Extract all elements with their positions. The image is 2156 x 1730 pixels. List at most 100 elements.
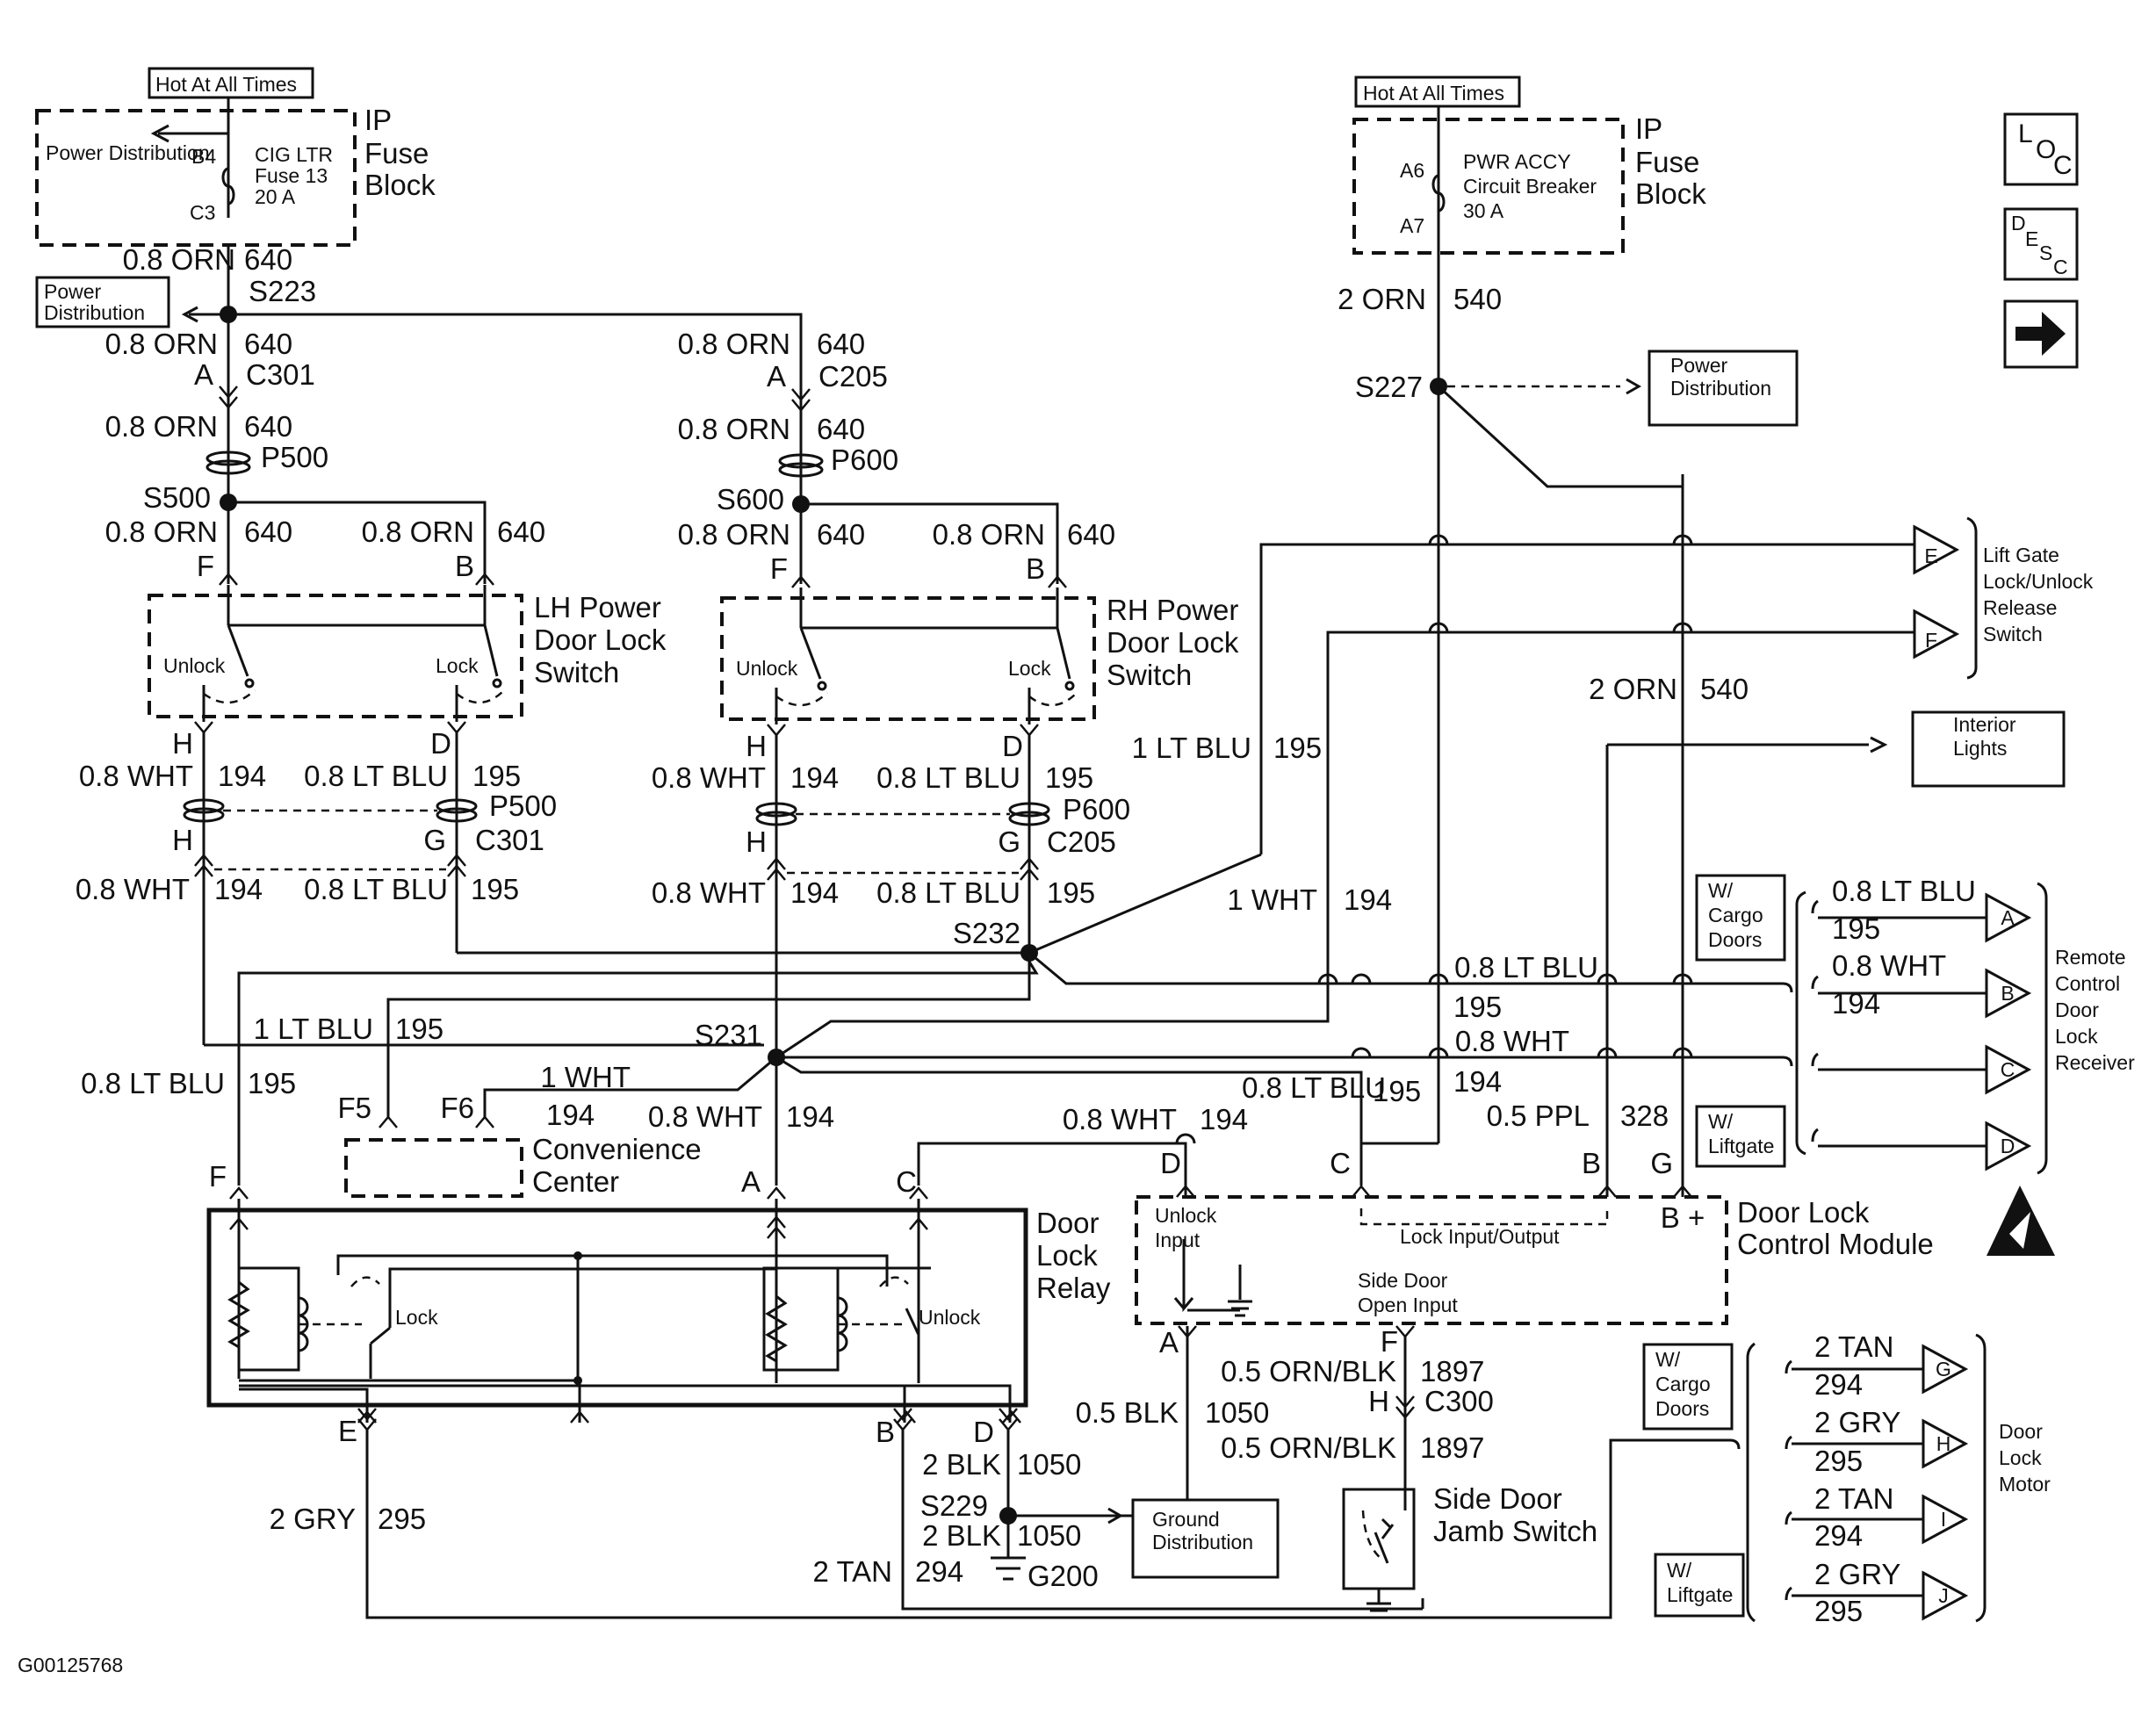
right-block-fuse: Fuse [1635, 146, 1699, 178]
w-cargo-2-l2: Cargo [1655, 1373, 1711, 1395]
wire-label-40: C301 [475, 824, 544, 856]
wire-label-50: 195 [1045, 761, 1093, 794]
wire-label-56: 194 [790, 876, 839, 909]
left-pin-b4: B4 [191, 145, 216, 168]
wire-label-116: 540 [1453, 283, 1502, 315]
lh-switch-title-1: LH Power [534, 591, 661, 624]
w-liftgate-2-l1: W/ [1667, 1559, 1692, 1582]
wire-label-131: 295 [1814, 1595, 1863, 1627]
wire-label-17: 0.8 ORN [678, 328, 790, 360]
right-block-block: Block [1635, 177, 1706, 210]
relay-lock-label: Lock [395, 1306, 438, 1329]
lh-switch-title-3: Switch [534, 656, 619, 688]
unlock-input-2: Input [1155, 1229, 1201, 1251]
wire-label-74: E [338, 1415, 357, 1447]
wire-label-89: A [1159, 1326, 1179, 1359]
wire-label-120: 0.8 LT BLU [1832, 875, 1976, 907]
wire-label-113: 0.8 WHT [1455, 1025, 1569, 1057]
w-cargo-2-l1: W/ [1655, 1348, 1681, 1371]
wire-label-67: 1 WHT [540, 1061, 631, 1093]
right-breaker-rating: 30 A [1463, 199, 1504, 222]
wire-label-112: 195 [1453, 991, 1502, 1023]
liftgate-switch-4: Switch [1983, 623, 2043, 645]
wire-label-55: 0.8 WHT [652, 876, 766, 909]
wire-label-111: 0.8 LT BLU [1454, 951, 1598, 984]
w-liftgate-2-l2: Liftgate [1667, 1583, 1733, 1606]
wire-label-46: D [1002, 730, 1023, 762]
wire-label-5: A [194, 358, 213, 391]
desc-c: C [2053, 256, 2068, 278]
liftgate-switch-1: Lift Gate [1983, 544, 2059, 566]
wire-label-58: 195 [1047, 876, 1095, 909]
wire-label-71: F [209, 1160, 227, 1193]
wire-label-75: B [876, 1416, 895, 1448]
wire-label-33: 0.8 WHT [79, 760, 193, 792]
right-block-ip: IP [1635, 112, 1662, 145]
w-cargo-box-2 [1642, 1343, 1734, 1431]
right-pin-a7: A7 [1400, 214, 1424, 237]
wire-label-32: D [430, 727, 451, 760]
wire-label-79: S229 [920, 1489, 988, 1522]
loc-c: C [2053, 151, 2073, 180]
power-dist-box [35, 276, 170, 328]
remote-2: Control [2055, 972, 2120, 995]
wire-label-126: 2 GRY [1814, 1406, 1900, 1438]
wire-label-123: 194 [1832, 987, 1880, 1020]
rh-switch-title-1: RH Power [1107, 594, 1238, 626]
wire-label-29: F [770, 552, 788, 585]
wire-label-104: 195 [1373, 1075, 1421, 1107]
liftgate-switch-2: Lock/Unlock [1983, 570, 2094, 593]
w-cargo-2-l3: Doors [1655, 1397, 1709, 1420]
wire-label-105: 0.5 PPL [1487, 1099, 1590, 1132]
rh-unlock-label: Unlock [736, 657, 798, 680]
wire-label-41: 0.8 WHT [76, 873, 190, 905]
lh-unlock-label: Unlock [163, 654, 226, 677]
ground-dist-box [1131, 1498, 1280, 1579]
wire-label-18: 640 [817, 328, 865, 360]
w-cargo-1-l2: Cargo [1708, 904, 1763, 926]
w-cargo-1-l3: Doors [1708, 928, 1762, 951]
relay-unlock-label: Unlock [919, 1306, 981, 1329]
wire-label-52: H [746, 825, 767, 858]
wire-label-114: 194 [1453, 1065, 1502, 1098]
loc-nav-button[interactable]: L O C [2003, 112, 2079, 186]
wire-label-45: H [746, 730, 767, 762]
pin-letter-E: E [1924, 544, 1937, 567]
wire-label-63: 0.8 LT BLU [81, 1067, 225, 1099]
unlock-input-1: Unlock [1155, 1204, 1217, 1227]
wire-label-15: F [197, 550, 214, 582]
wire-label-3: 0.8 ORN [105, 328, 218, 360]
wire-label-19: A [767, 360, 786, 393]
convenience-center-label-2: Center [532, 1165, 619, 1198]
wire-label-38: H [172, 824, 193, 856]
interior-lights-line2: Lights [1953, 737, 2007, 760]
desc-nav-button[interactable]: D E S C [2003, 207, 2079, 281]
module-title-1: Door Lock [1737, 1196, 1870, 1229]
wire-label-115: 2 ORN [1338, 283, 1426, 315]
wire-label-54: C205 [1047, 825, 1116, 858]
ground-dist-line1: Ground [1152, 1508, 1220, 1531]
w-liftgate-1-l2: Liftgate [1708, 1135, 1774, 1157]
wire-label-64: 195 [248, 1067, 296, 1099]
wire-label-81: 1050 [1017, 1519, 1081, 1552]
wire-label-39: G [423, 824, 446, 856]
wire-label-11: 0.8 ORN [105, 515, 218, 548]
w-liftgate-1-l1: W/ [1708, 1110, 1734, 1133]
wire-label-8: 640 [244, 410, 292, 443]
wire-label-24: S600 [717, 483, 784, 515]
pin-letter-A: A [2001, 906, 2015, 929]
w-liftgate-box-2 [1654, 1553, 1745, 1618]
wire-label-65: F5 [337, 1092, 371, 1124]
wire-label-69: 0.8 WHT [648, 1100, 762, 1133]
next-arrow-button[interactable] [2003, 299, 2079, 369]
wire-label-107: 1 LT BLU [1132, 732, 1251, 764]
wire-label-119: 540 [1700, 673, 1749, 705]
wire-label-93: H [1368, 1385, 1389, 1417]
wire-label-83: 2 TAN [813, 1555, 892, 1588]
wire-label-110: 194 [1344, 883, 1392, 916]
ground-dist-line2: Distribution [1152, 1531, 1253, 1553]
lh-lock-label: Lock [436, 654, 479, 677]
jamb-title-2: Jamb Switch [1433, 1515, 1597, 1547]
left-hot-box [148, 67, 314, 99]
